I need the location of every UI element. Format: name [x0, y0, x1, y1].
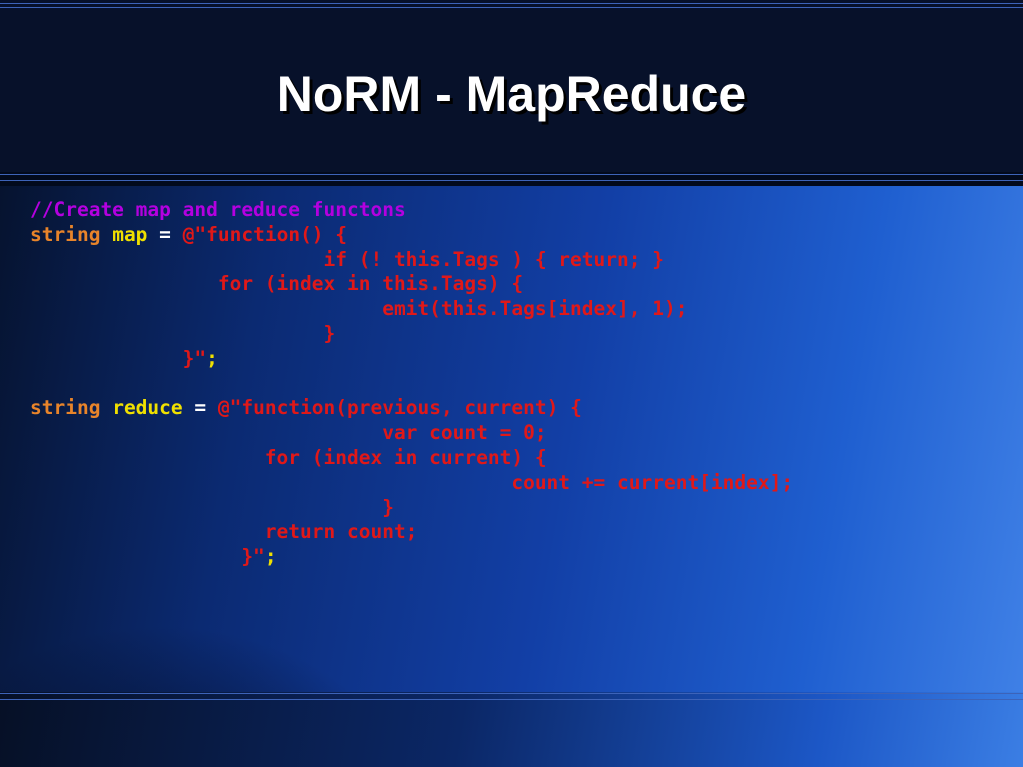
code-line: if (! this.Tags ) { return; } — [30, 248, 1010, 273]
code-line: for (index in current) { — [30, 446, 1010, 471]
header-top-rule-inner — [0, 7, 1023, 8]
code-token-keyword: string — [30, 396, 101, 420]
code-line: }"; — [30, 545, 1010, 570]
code-line: for (index in this.Tags) { — [30, 272, 1010, 297]
header-bottom-rule — [0, 174, 1023, 175]
code-token-ident: reduce — [112, 396, 183, 420]
code-token-op — [100, 223, 112, 246]
code-token-string: return count; — [30, 520, 418, 544]
code-line: } — [30, 496, 1010, 521]
slide-title: NoRM - MapReduce — [276, 66, 747, 122]
code-line: string reduce = @"function(previous, cur… — [30, 396, 1010, 421]
code-line: }"; — [30, 347, 1010, 372]
code-line: string map = @"function() { — [30, 223, 1010, 248]
code-token-string: @"function() { — [182, 222, 348, 246]
code-line: emit(this.Tags[index], 1); — [30, 297, 1010, 322]
code-token-string: }" — [30, 346, 207, 370]
code-token-keyword: string — [30, 222, 101, 246]
slide-footer — [0, 692, 1023, 767]
code-token-ident: ; — [206, 346, 218, 370]
code-token-ident: map — [112, 222, 148, 246]
code-token-string: if (! this.Tags ) { return; } — [30, 247, 664, 271]
code-token-string: @"function(previous, current) { — [217, 396, 582, 420]
header-bottom-rule-inner — [0, 180, 1023, 181]
code-line — [30, 372, 1010, 397]
code-token-comment: //Create map and reduce functons — [30, 198, 406, 221]
code-token-string: emit(this.Tags[index], 1); — [30, 297, 688, 321]
code-token-string: } — [30, 321, 336, 345]
code-token-ident: ; — [264, 545, 277, 569]
code-token-string: count += current[index]; — [30, 470, 794, 494]
code-line: } — [30, 322, 1010, 347]
slide-header — [0, 0, 1023, 172]
code-token-string: for (index in current) { — [30, 445, 547, 469]
code-line: //Create map and reduce functons — [30, 198, 1010, 223]
code-line: return count; — [30, 520, 1010, 545]
footer-top-rule — [0, 693, 1023, 694]
code-line: count += current[index]; — [30, 471, 1010, 496]
slide-body — [0, 186, 1023, 692]
code-token-string: var count = 0; — [30, 421, 547, 445]
code-token-op: = — [182, 396, 218, 420]
code-token-op — [100, 396, 112, 419]
footer-top-rule-inner — [0, 699, 1023, 700]
code-token-string: }" — [30, 545, 265, 569]
code-token-string: for (index in this.Tags) { — [30, 272, 524, 296]
header-top-rule — [0, 3, 1023, 4]
code-token-string: } — [30, 495, 394, 519]
code-token-op: = — [147, 222, 183, 246]
code-line: var count = 0; — [30, 421, 1010, 446]
